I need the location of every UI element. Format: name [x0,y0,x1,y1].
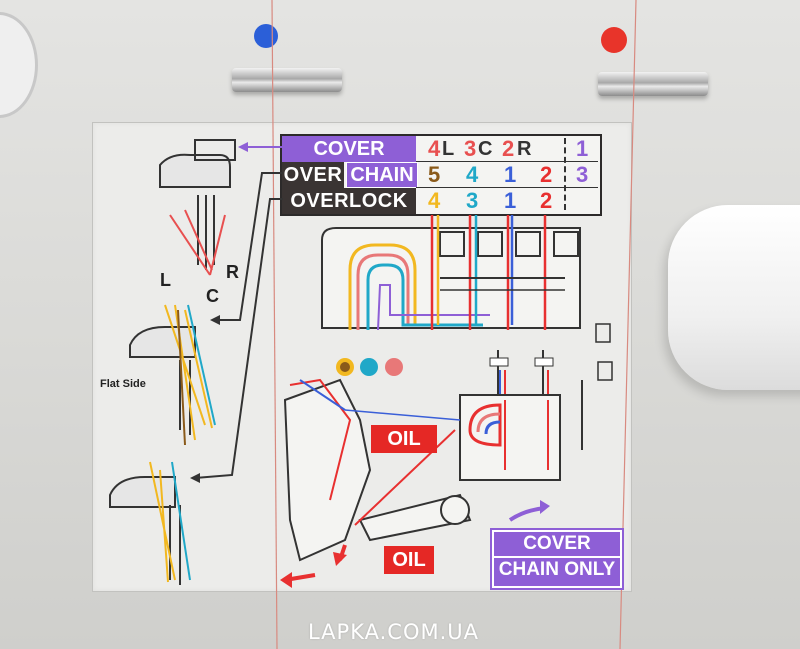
red-indicator-dot [601,27,627,53]
overlock-2: 2 [540,188,553,213]
chain-5: 5 [428,162,441,187]
flat-side-label: Flat Side [100,378,146,390]
overlock-3: 3 [466,188,479,213]
cover-needle-illustration [159,139,236,270]
cover-needle-3: 3 [464,136,477,161]
cover-label: COVER [282,136,416,162]
needle-right-label: R [226,262,239,282]
cover-needle-3-letter: C [478,138,493,160]
oil-label-upper: OIL [371,425,437,453]
chain-label: CHAIN [346,162,418,188]
thread-order-table: COVER OVER CHAIN OVERLOCK 4 L 3 C 2 R 1 … [280,134,602,216]
overlock-4: 4 [428,188,441,213]
cover-looper-1: 1 [576,136,589,161]
cover-needle-4: 4 [428,136,441,161]
watermark-text: LAPKA.COM.UA [308,620,480,644]
blue-indicator-dot [254,24,278,48]
overlock-label: OVERLOCK [282,188,416,214]
cover-needle-2: 2 [502,136,515,161]
over-label: OVER [282,162,344,188]
cover-needle-2-letter: R [517,138,532,160]
chain-1: 1 [504,162,517,187]
oil-label-lower: OIL [384,546,434,574]
chain-4: 4 [466,162,479,187]
row-divider [416,161,598,162]
cover-needle-4-letter: L [442,138,455,160]
row-divider [416,187,598,188]
needle-center-label: C [206,286,219,306]
chain-2: 2 [540,162,553,187]
side-cover-housing [668,205,800,390]
left-thread-guide [232,68,342,92]
cover-chain-only-badge: COVER CHAIN ONLY [492,530,622,588]
overlock-1: 1 [504,188,517,213]
right-thread-guide [598,72,708,96]
cover-chain-only-line1: COVER [523,533,591,554]
chain-3: 3 [576,162,589,187]
column-separator [564,138,566,210]
looper-mechanism-illustration [283,378,472,562]
cover-chain-only-line2: CHAIN ONLY [494,556,620,582]
overlock-needle-illustration [109,476,181,585]
needle-left-label: L [160,270,171,290]
